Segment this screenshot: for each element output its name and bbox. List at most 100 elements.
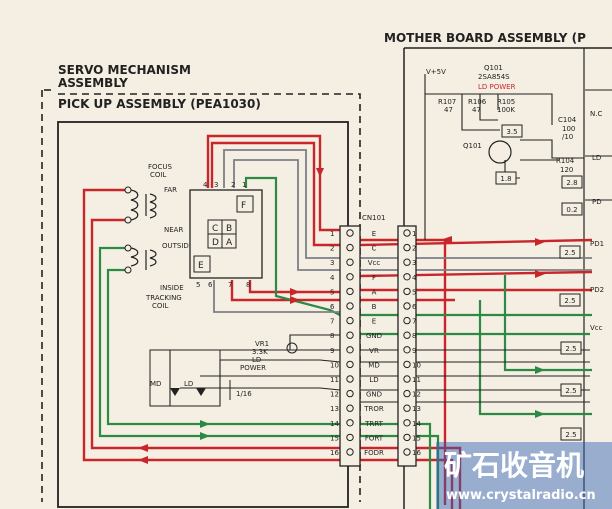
- connector-pin-number-left: 7: [330, 318, 334, 326]
- connector-pin-circle: [346, 375, 354, 383]
- voltage-tag: 2.5: [565, 345, 576, 353]
- connector-signal-label: E: [372, 318, 376, 326]
- sensor-pin-8: 8: [246, 281, 250, 289]
- pd2-label: PD2: [590, 286, 604, 294]
- arrow-red-right-a: [290, 288, 300, 296]
- q101-transistor: [488, 140, 512, 164]
- r106-value: 47: [472, 106, 481, 114]
- connector-pin-circle: [346, 316, 354, 325]
- connector-signal-label: TRRT: [364, 420, 383, 428]
- sensor-pin-6: 6: [208, 281, 213, 289]
- sensor-pin-2: 2: [231, 181, 235, 189]
- connector-signal-label: FORT: [365, 434, 384, 442]
- connector-pin-number-left: 2: [330, 245, 334, 253]
- arrow-red-right-b: [290, 296, 300, 304]
- connector-pin-circle: [346, 448, 354, 456]
- connector-pin-number-right: 14: [412, 420, 421, 428]
- connector-pin-number-right: 15: [412, 434, 421, 442]
- voltage-tag-box: [560, 383, 582, 397]
- inside-label: INSIDE: [160, 284, 184, 292]
- sensor-pin-7: 7: [228, 281, 232, 289]
- sensor-e-label: E: [198, 261, 204, 271]
- connector-pin-circle: [403, 331, 411, 339]
- connector-pin-number-right: 16: [412, 449, 421, 457]
- connector-pin-circle: [403, 316, 411, 325]
- connector-pin-circle: [346, 360, 354, 369]
- connector-pin-circle: [346, 389, 354, 398]
- connector-pin-circle: [346, 433, 354, 442]
- vplus5v-label: V+5V: [426, 68, 446, 76]
- r105-value: 100K: [497, 106, 515, 114]
- capacitor-label: 1/16: [236, 390, 252, 398]
- sensor-cell-a: A: [226, 238, 233, 248]
- voltage-tag-box: [559, 293, 581, 307]
- connector-pin-number-right: 6: [412, 303, 417, 311]
- voltage-tag: 0.2: [566, 206, 577, 214]
- connector-signal-label: VR: [369, 347, 379, 355]
- connector-pin-circle: [346, 243, 354, 252]
- arrow-red-in-a: [440, 236, 452, 244]
- connector-pin-number-left: 3: [330, 259, 334, 267]
- voltage-tag-box: [560, 427, 582, 441]
- connector-pin-number-right: 11: [412, 376, 421, 384]
- md-label: MD: [150, 380, 161, 388]
- connector-pin-circle: [403, 375, 411, 383]
- connector-pin-circle: [403, 346, 411, 354]
- signal-arrows: [138, 168, 545, 464]
- connector-pin-circle: [346, 404, 354, 412]
- vcc-out-label: Vcc: [590, 324, 603, 332]
- connector-pin-number-right: 13: [412, 405, 421, 413]
- servo-title-line1: SERVO MECHANISM: [58, 63, 191, 77]
- connector-pin-number-right: 12: [412, 391, 421, 399]
- arrow-green-in-a: [535, 366, 545, 374]
- sensor-f-label: F: [241, 201, 246, 211]
- arrow-red-down: [316, 168, 324, 177]
- connector-name: CN101: [362, 214, 386, 222]
- connector-pin-number-right: 2: [412, 245, 416, 253]
- connector-pin-number-left: 1: [330, 230, 334, 238]
- connector-pin-circle: [403, 389, 411, 398]
- voltage-tag: 3.5: [506, 128, 517, 136]
- q101-part: 2SA854S: [478, 73, 510, 81]
- arrow-red-in-c: [535, 270, 545, 278]
- tracking-coil: [124, 244, 157, 274]
- connector-pin-number-right: 10: [412, 361, 421, 369]
- connector-pin-number-left: 8: [330, 332, 334, 340]
- outside-label: OUTSIDE: [162, 242, 193, 250]
- voltage-tag-box: [559, 245, 581, 259]
- sensor-pin-3: 3: [214, 181, 218, 189]
- r106-label: R106: [468, 98, 487, 106]
- voltage-tag: 2.5: [565, 431, 576, 439]
- pickup-title: PICK UP ASSEMBLY (PEA1030): [58, 97, 261, 111]
- sensor-cell-d: D: [212, 238, 219, 248]
- voltage-tag-box: [501, 124, 523, 138]
- connector-signal-label: LD: [369, 376, 378, 384]
- connector-cn101: [339, 225, 417, 467]
- connector-pin-circle: [346, 419, 354, 427]
- voltage-tag-box: [561, 202, 583, 216]
- connector-pin-number-left: 4: [330, 274, 335, 282]
- md-diode: [170, 388, 180, 396]
- connector-pin-circle: [346, 287, 354, 296]
- focus-coil: [124, 186, 157, 224]
- connector-pin-circle: [346, 346, 354, 354]
- connector-signal-label: GND: [366, 391, 382, 399]
- connector-pin-number-right: 4: [412, 274, 417, 282]
- tracking-coil-label-2: COIL: [152, 302, 168, 310]
- arrow-red-left-a: [138, 444, 148, 452]
- connector-pin-circle: [346, 258, 354, 266]
- connector-pin-circle: [403, 419, 411, 427]
- pd-label: PD: [592, 198, 602, 206]
- connector-pin-number-right: 1: [412, 230, 416, 238]
- arrow-green-in-b: [535, 410, 545, 418]
- connector-pin-number-left: 16: [330, 449, 339, 457]
- arrow-red-left-b: [138, 456, 148, 464]
- voltage-tag: 2.5: [565, 387, 576, 395]
- connector-pin-number-left: 15: [330, 434, 339, 442]
- connector-signal-label: FODR: [364, 449, 384, 457]
- vr1-value: 3.3K: [252, 348, 268, 356]
- gray-wires: [213, 149, 592, 313]
- r104-value: 120: [560, 166, 573, 174]
